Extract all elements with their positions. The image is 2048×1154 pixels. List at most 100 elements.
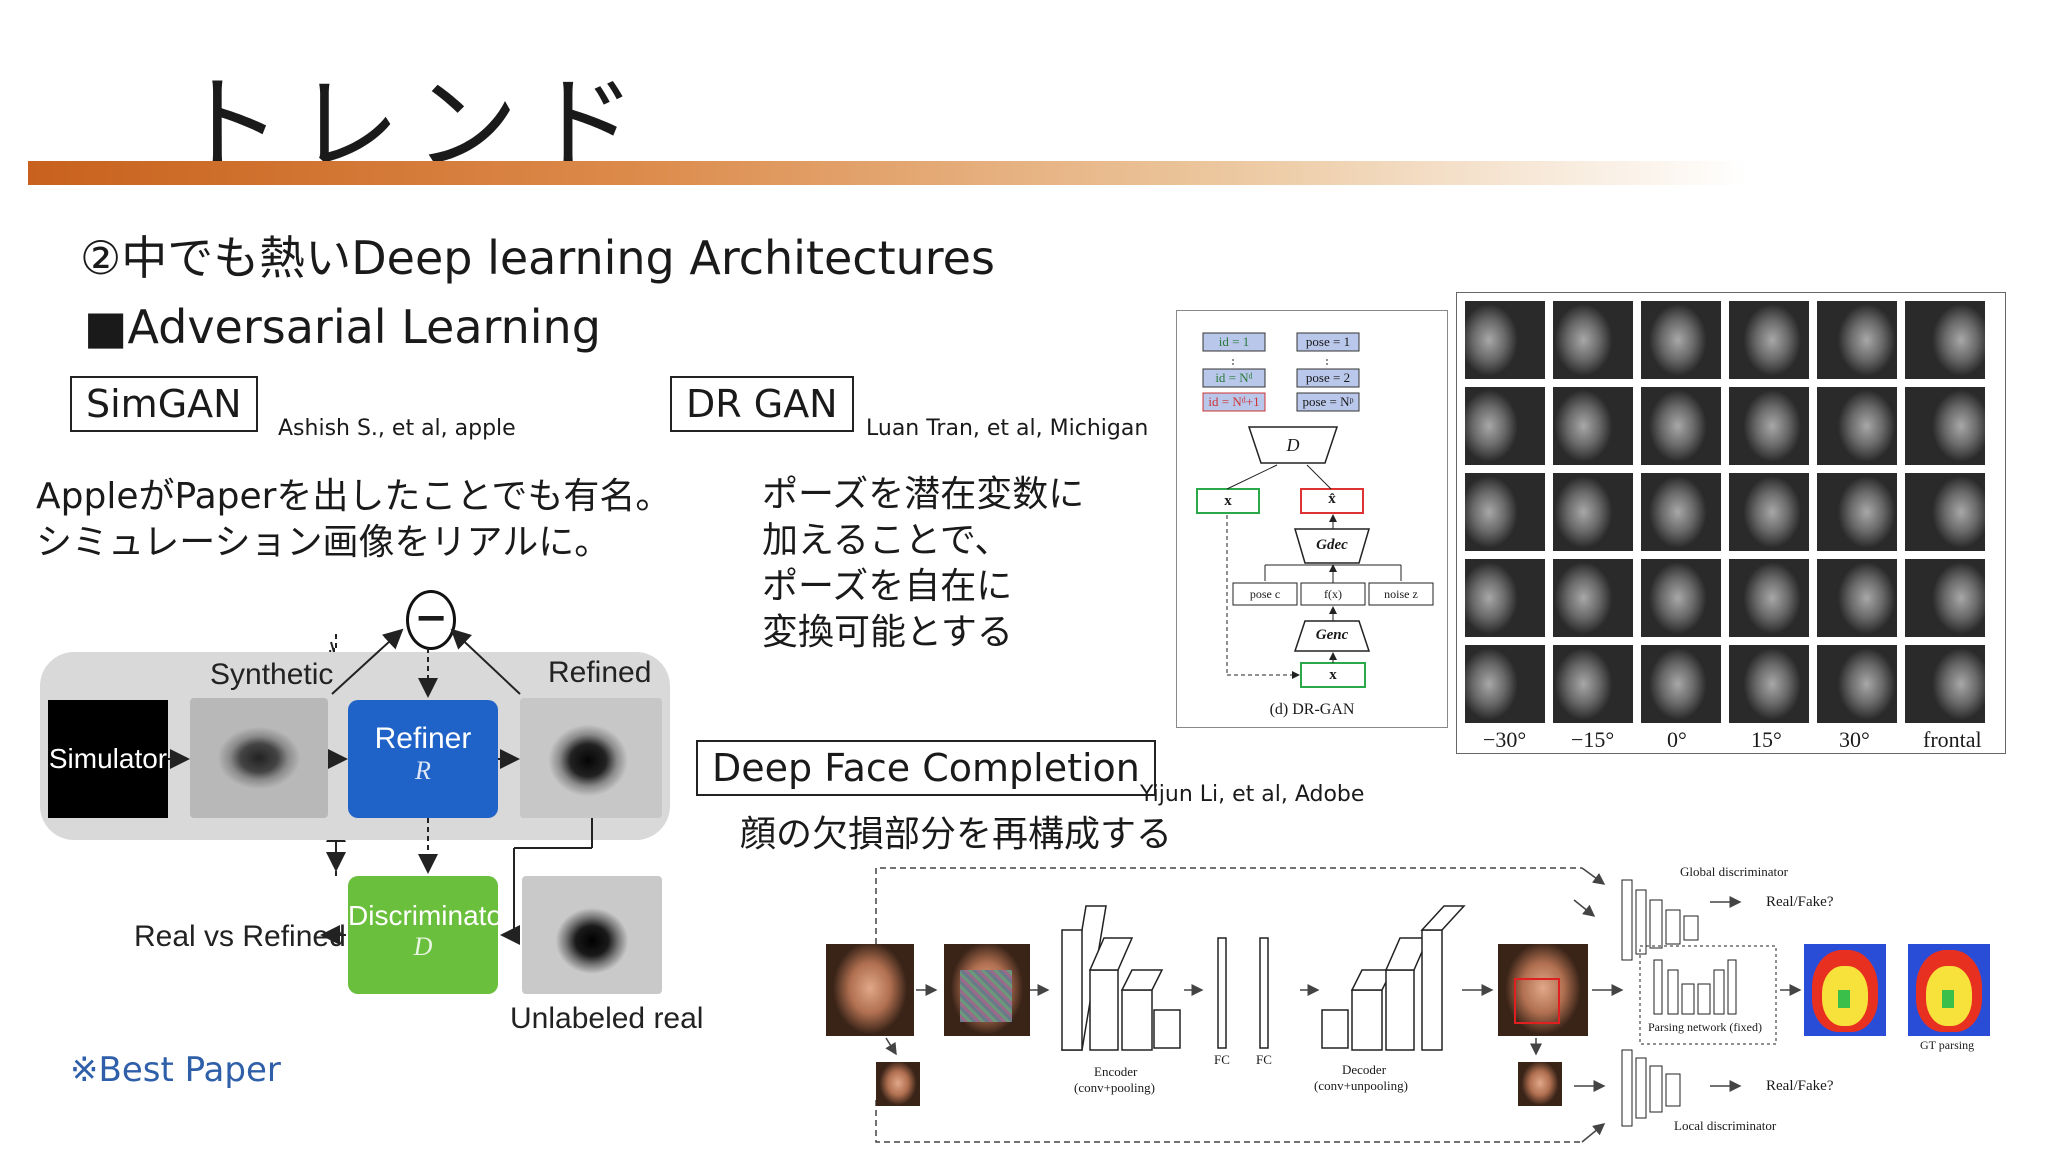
masked-face-image bbox=[944, 944, 1030, 1036]
face-tile bbox=[1729, 645, 1809, 723]
drgan-x-real: x bbox=[1224, 493, 1232, 509]
dfc-citation: Yijun Li, et al, Adobe bbox=[1140, 782, 1365, 807]
refiner-box: Refiner R bbox=[348, 700, 498, 818]
simgan-label: SimGAN bbox=[70, 376, 258, 432]
parsing-output-image bbox=[1804, 944, 1886, 1036]
gt-parsing-label: GT parsing bbox=[1920, 1038, 1975, 1052]
simgan-desc-line: AppleがPaperを出したことでも有名。 bbox=[36, 476, 672, 517]
drgan-pose-np: pose = Nᵖ bbox=[1302, 394, 1354, 409]
refiner-symbol: R bbox=[415, 756, 431, 785]
gt-parsing-image bbox=[1908, 944, 1990, 1036]
face-tile bbox=[1817, 301, 1897, 379]
drgan-desc-line: 変換可能とする bbox=[762, 612, 1013, 653]
drgan-architecture-panel: id = 1 id = Nᵈ id = Nᵈ+1 pose = 1 pose =… bbox=[1176, 310, 1448, 728]
parsing-nose bbox=[1838, 990, 1850, 1008]
face-tile bbox=[1553, 473, 1633, 551]
face-tile bbox=[1465, 387, 1545, 465]
drgan-desc-line: ポーズを潜在変数に bbox=[762, 474, 1085, 515]
drgan-pose-2: pose = 2 bbox=[1305, 370, 1351, 385]
dfc-description: 顔の欠損部分を再構成する bbox=[740, 814, 1173, 855]
simulator-box: Simulator bbox=[48, 700, 168, 818]
discriminator-label: Discriminator bbox=[348, 900, 512, 931]
face-tile bbox=[1641, 301, 1721, 379]
mask-noise bbox=[960, 970, 1012, 1022]
face-tile bbox=[1465, 645, 1545, 723]
encoder-label: Encoder bbox=[1094, 1064, 1138, 1079]
simgan-desc-line: シミュレーション画像をリアルに。 bbox=[36, 522, 611, 563]
synthetic-label: Synthetic bbox=[210, 658, 334, 691]
face-tile bbox=[1641, 473, 1721, 551]
refiner-label: Refiner bbox=[374, 722, 472, 755]
drgan-architecture-svg bbox=[1196, 332, 1434, 688]
simgan-description: AppleがPaperを出したことでも有名。 シミュレーション画像をリアルに。 bbox=[36, 474, 671, 566]
face-tile bbox=[1905, 559, 1985, 637]
face-tile bbox=[1817, 473, 1897, 551]
encoder-sub-label: (conv+pooling) bbox=[1074, 1080, 1155, 1095]
angle-label: 30° bbox=[1839, 727, 1870, 752]
face-tile bbox=[1553, 645, 1633, 723]
best-paper-note: ※Best Paper bbox=[70, 1050, 281, 1090]
face-tile bbox=[1905, 473, 1985, 551]
fc2-label: FC bbox=[1256, 1052, 1272, 1067]
face-tile bbox=[1465, 473, 1545, 551]
face-tile bbox=[1553, 559, 1633, 637]
face-grid-cells bbox=[1465, 301, 1997, 723]
drgan-id-1: id = 1 bbox=[1218, 334, 1250, 349]
dfc-diagram-svg bbox=[875, 867, 1802, 1143]
drgan-genc: Genc bbox=[1315, 627, 1349, 643]
local-crop-input bbox=[876, 1062, 920, 1106]
drgan-x-hat: x̂ bbox=[1328, 491, 1336, 507]
face-tile bbox=[1641, 559, 1721, 637]
dfc-diagram: Global discriminator Real/Fake? Parsing … bbox=[822, 860, 2022, 1150]
unlabeled-eye-image bbox=[522, 876, 662, 994]
completed-face-image bbox=[1498, 944, 1588, 1036]
discriminator-symbol: D bbox=[413, 932, 433, 961]
refined-label: Refined bbox=[548, 656, 652, 689]
face-tile bbox=[1641, 387, 1721, 465]
face-tile bbox=[1553, 301, 1633, 379]
drgan-id-nd: id = Nᵈ bbox=[1215, 370, 1253, 385]
drgan-pose-1: pose = 1 bbox=[1305, 334, 1351, 349]
angle-label: 15° bbox=[1751, 727, 1782, 752]
drgan-x-input: x bbox=[1329, 667, 1337, 683]
drgan-pose-c: pose c bbox=[1249, 587, 1281, 601]
decoder-sub-label: (conv+unpooling) bbox=[1314, 1078, 1408, 1093]
local-discriminator-label: Local discriminator bbox=[1674, 1118, 1777, 1133]
drgan-gdec: Gdec bbox=[1316, 537, 1348, 553]
face-tile bbox=[1641, 645, 1721, 723]
title-underline bbox=[28, 161, 1748, 185]
real-fake-top-label: Real/Fake? bbox=[1766, 894, 1834, 910]
gt-nose bbox=[1942, 990, 1954, 1008]
face-tile bbox=[1465, 301, 1545, 379]
face-tile bbox=[1729, 473, 1809, 551]
discriminator-box: Discriminator D bbox=[348, 876, 512, 994]
face-tile bbox=[1553, 387, 1633, 465]
angle-label: −30° bbox=[1483, 727, 1527, 752]
drgan-caption: (d) DR-GAN bbox=[1269, 701, 1355, 718]
parsing-network-label: Parsing network (fixed) bbox=[1648, 1020, 1762, 1034]
face-tile bbox=[1817, 645, 1897, 723]
subheading: ②中でも熱いDeep learning Architectures bbox=[80, 231, 995, 285]
real-vs-refined-label: Real vs Refined bbox=[134, 920, 346, 953]
face-tile bbox=[1817, 387, 1897, 465]
angle-label: −15° bbox=[1571, 727, 1615, 752]
real-fake-bottom-label: Real/Fake? bbox=[1766, 1078, 1834, 1094]
local-crop-output bbox=[1518, 1062, 1562, 1106]
fc1-label: FC bbox=[1214, 1052, 1230, 1067]
face-tile bbox=[1729, 301, 1809, 379]
drgan-label: DR GAN bbox=[670, 376, 854, 432]
drgan-id-nd1: id = Nᵈ+1 bbox=[1208, 394, 1260, 409]
drgan-fx: f(x) bbox=[1324, 587, 1342, 601]
face-tile bbox=[1817, 559, 1897, 637]
decoder-label: Decoder bbox=[1342, 1062, 1387, 1077]
angle-label: frontal bbox=[1923, 727, 1982, 752]
drgan-desc-line: ポーズを自在に bbox=[762, 566, 1013, 607]
section-heading: ■Adversarial Learning bbox=[84, 300, 601, 354]
drgan-citation: Luan Tran, et al, Michigan bbox=[866, 416, 1149, 441]
input-face-image bbox=[826, 944, 914, 1036]
face-tile bbox=[1905, 301, 1985, 379]
synthetic-eye-image bbox=[190, 698, 328, 818]
dfc-label: Deep Face Completion bbox=[696, 740, 1156, 796]
face-tile bbox=[1729, 559, 1809, 637]
global-discriminator-label: Global discriminator bbox=[1680, 864, 1788, 879]
